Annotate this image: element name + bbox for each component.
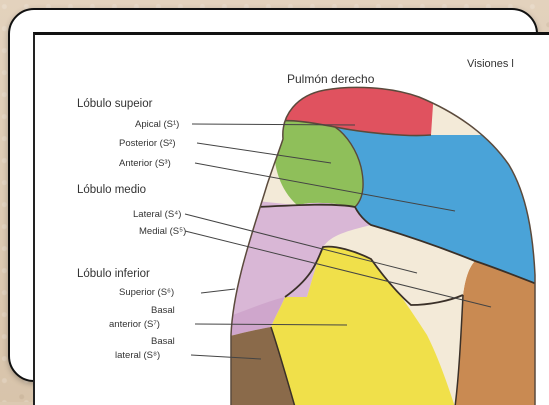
lung-title: Pulmón derecho (287, 72, 375, 86)
segment-label-lateral: Lateral (S⁴) (133, 209, 181, 220)
segment-label-basal-anterior-2: anterior (S⁷) (109, 319, 160, 330)
segment-label-basal-anterior-1: Basal (151, 305, 175, 316)
segment-label-superior: Superior (S⁶) (119, 287, 174, 298)
lobe-inferior-heading: Lóbulo inferior (77, 268, 150, 280)
lobe-superior-heading: Lóbulo supeior (77, 98, 153, 110)
lung-segments-diagram: Visiones l Pulmón derecho Lóbulo supeior… (35, 35, 549, 405)
segment-label-medial: Medial (S⁵) (139, 226, 186, 237)
leader-superior (201, 289, 235, 293)
segment-label-apical: Apical (S¹) (135, 119, 179, 130)
anatomy-sheet: Visiones l Pulmón derecho Lóbulo supeior… (33, 32, 549, 405)
segment-label-anterior: Anterior (S³) (119, 158, 171, 169)
visiones-label: Visiones l (467, 58, 514, 70)
segment-label-basal-lateral-1: Basal (151, 336, 175, 347)
lobe-middle-heading: Lóbulo medio (77, 184, 146, 196)
segment-label-posterior: Posterior (S²) (119, 138, 175, 149)
segment-label-basal-lateral-2: lateral (S⁸) (115, 350, 160, 361)
